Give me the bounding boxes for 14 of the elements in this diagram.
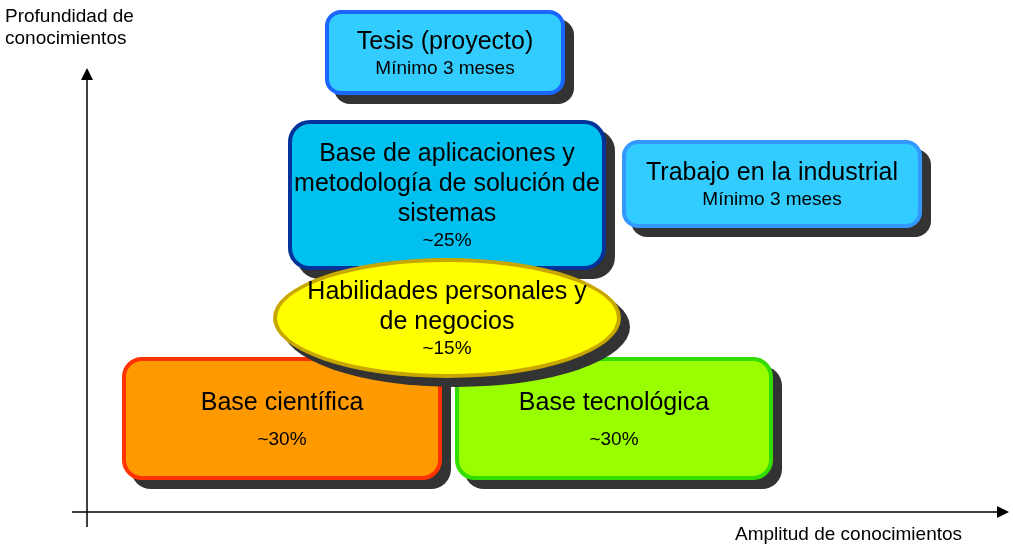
axis-label: Profundidad de conocimientos xyxy=(5,5,135,49)
node-title: Tesis (proyecto) xyxy=(356,24,534,55)
axis-label: Amplitud de conocimientos xyxy=(735,523,964,545)
node-title: Base científica xyxy=(200,385,364,416)
node-subtitle: ~30% xyxy=(589,426,639,451)
node-title: Habilidades personales y de negocios xyxy=(307,275,587,335)
node-title: Base de aplicaciones y metodología de solución de sistemas xyxy=(293,137,601,227)
node-title: Trabajo en la industrial xyxy=(646,156,898,186)
node-subtitle: Mínimo 3 meses xyxy=(702,187,842,211)
node-title: Base tecnológica xyxy=(518,385,710,416)
node-subtitle: ~30% xyxy=(257,426,307,451)
node-subtitle: ~15% xyxy=(422,336,472,360)
node-subtitle: ~25% xyxy=(422,228,472,252)
node-subtitle: Mínimo 3 meses xyxy=(375,55,515,80)
